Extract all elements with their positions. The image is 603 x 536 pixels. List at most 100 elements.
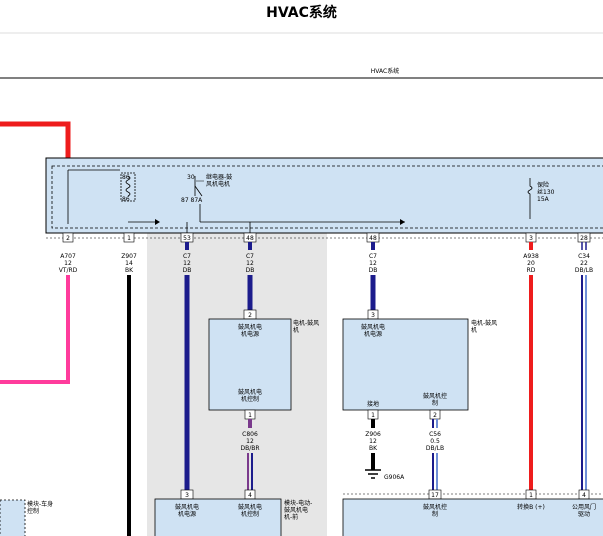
wire-color: RD [527, 267, 536, 274]
internal-arrows [128, 204, 405, 233]
wire-color: DB/LB [575, 267, 593, 274]
switch-b-label: 转换B (+) [517, 503, 545, 511]
pin-number: 3 [529, 235, 533, 242]
fuse-icon [527, 178, 533, 219]
hvac-control-module: 17 1 4 鼓风机控 制 转换B (+) 公用风门 驱动 [342, 489, 603, 536]
motor-side-label-line1: 电机-鼓风 [471, 319, 497, 327]
top-pin-5: 48 C7 12 DB [366, 232, 380, 274]
wire-color: DB/BR [240, 445, 259, 452]
relay-label-line2: 风机电机 [206, 180, 230, 188]
wire-gauge: 12 [64, 260, 72, 267]
relay-label-line1: 继电器-鼓 [206, 173, 232, 181]
resistor-side-label-line1: 模块-电动- [284, 499, 312, 507]
pin-number: 53 [183, 235, 191, 242]
page-title: HVAC系统 [266, 5, 337, 21]
motor-side-label-line2: 机 [293, 326, 299, 334]
motor-power-label-line1: 鼓风机电 [361, 323, 385, 331]
resistor-side-label-line2: 鼓风机电 [284, 506, 308, 514]
relay-pin-87-87a: 87 87A [181, 197, 203, 204]
wire-circuit: Z907 [121, 253, 137, 260]
pin-number: 2 [433, 412, 437, 419]
pin-number: 48 [369, 235, 377, 242]
wire-gauge: 12 [246, 260, 254, 267]
fuse-label-line3: 15A [537, 196, 550, 203]
mode-door-label-line1: 公用风门 [572, 503, 596, 511]
fuse-label-line1: 保险 [537, 181, 549, 189]
pin-number: 48 [246, 235, 254, 242]
wire-color: VT/RD [59, 267, 78, 274]
wire-color: BK [369, 445, 378, 452]
wire-gauge: 22 [580, 260, 588, 267]
wire-color: DB [183, 267, 192, 274]
blower-power-module: 3 4 鼓风机电 机电源 鼓风机电 机控制 模块-电动- 鼓风机电 机-前 [154, 489, 312, 536]
module-body [342, 498, 603, 536]
pin-number: 2 [66, 235, 70, 242]
pin-number: 28 [580, 235, 588, 242]
sheet-title: HVAC系统 [371, 67, 399, 75]
wire-color: DB [246, 267, 255, 274]
power-distribution-box [45, 157, 603, 234]
motor-side-label-line2: 机 [471, 326, 477, 334]
wire-color: DB/LB [426, 445, 444, 452]
resistor-power-label-line2: 机电源 [178, 510, 196, 518]
module-label-line1: 模块-车身 [27, 500, 53, 508]
wire-circuit: A938 [523, 253, 539, 260]
resistor-control-label-line2: 机控制 [241, 510, 259, 518]
motor-power-label-line2: 机电源 [364, 330, 382, 338]
relay-coil-box [120, 172, 136, 202]
top-pin-2: 1 Z907 14 BK [121, 232, 137, 274]
pin-number: 3 [185, 492, 189, 499]
pin-number: 4 [248, 492, 252, 499]
pin-number: 1 [371, 412, 375, 419]
red-feed-wire [0, 121, 71, 162]
pin-number: 1 [248, 412, 252, 419]
top-pin-6: 3 A938 20 RD [523, 232, 539, 274]
wire-circuit: C7 [369, 253, 377, 260]
wire-circuit: A707 [60, 253, 76, 260]
fuse-130: 保险 丝130 15A [527, 178, 555, 219]
arrow-right-icon [155, 219, 160, 225]
resistor-control-label-line1: 鼓风机电 [238, 503, 262, 511]
motor-body [208, 318, 292, 411]
pink-wire-a707 [0, 275, 70, 384]
motor-control-label-line2: 机控制 [241, 395, 259, 403]
wire-color: DB [369, 267, 378, 274]
pin-number: 17 [431, 492, 439, 499]
wire-color: BK [125, 267, 134, 274]
fuse-label-line2: 丝130 [537, 188, 555, 196]
wire-circuit: C56 [429, 431, 441, 438]
resistor-side-label-line3: 机-前 [284, 513, 298, 521]
wire-circuit: C34 [578, 253, 590, 260]
module-body [154, 498, 282, 536]
module-label-line2: 控制 [27, 507, 39, 515]
wire-gauge: 0.5 [430, 438, 440, 445]
power-distribution-box-inner [51, 165, 603, 229]
wire-circuit: C7 [183, 253, 191, 260]
pin-number: 1 [127, 235, 131, 242]
motor-side-label-line1: 电机-鼓风 [293, 319, 319, 327]
blower-motor-right: 3 鼓风机电 机电源 电机-鼓风 机 鼓风机控 制 接地 1 2 Z906 12… [342, 309, 497, 490]
pin-number: 2 [248, 312, 252, 319]
motor-ground-label: 接地 [367, 400, 379, 408]
blower-motor-left: 2 鼓风机电 机电源 鼓风机电 机控制 电机-鼓风 机 1 C806 12 DB… [208, 309, 319, 490]
motor-power-label-line1: 鼓风机电 [238, 323, 262, 331]
top-pin-7: 28 C34 22 DB/LB [575, 232, 593, 274]
wire-gauge: 20 [527, 260, 535, 267]
relay-pin-86-top: 86 [122, 174, 130, 181]
hvac-control-label-line2: 制 [432, 510, 438, 518]
ground-point-label: G906A [384, 474, 405, 481]
wire-gauge: 12 [369, 438, 377, 445]
motor-control-label-line2: 制 [432, 399, 438, 407]
wire-circuit: C7 [246, 253, 254, 260]
relay-contact-arm [194, 185, 203, 197]
pin-number: 4 [582, 492, 586, 499]
wire-gauge: 12 [183, 260, 191, 267]
wire-gauge: 14 [125, 260, 133, 267]
top-pin-1: 2 A707 12 VT/RD [59, 232, 78, 274]
pin-number: 1 [529, 492, 533, 499]
motor-power-label-line2: 机电源 [241, 330, 259, 338]
mode-door-label-line2: 驱动 [578, 511, 590, 518]
wire-circuit: Z906 [365, 431, 381, 438]
relay-coil [125, 175, 131, 197]
